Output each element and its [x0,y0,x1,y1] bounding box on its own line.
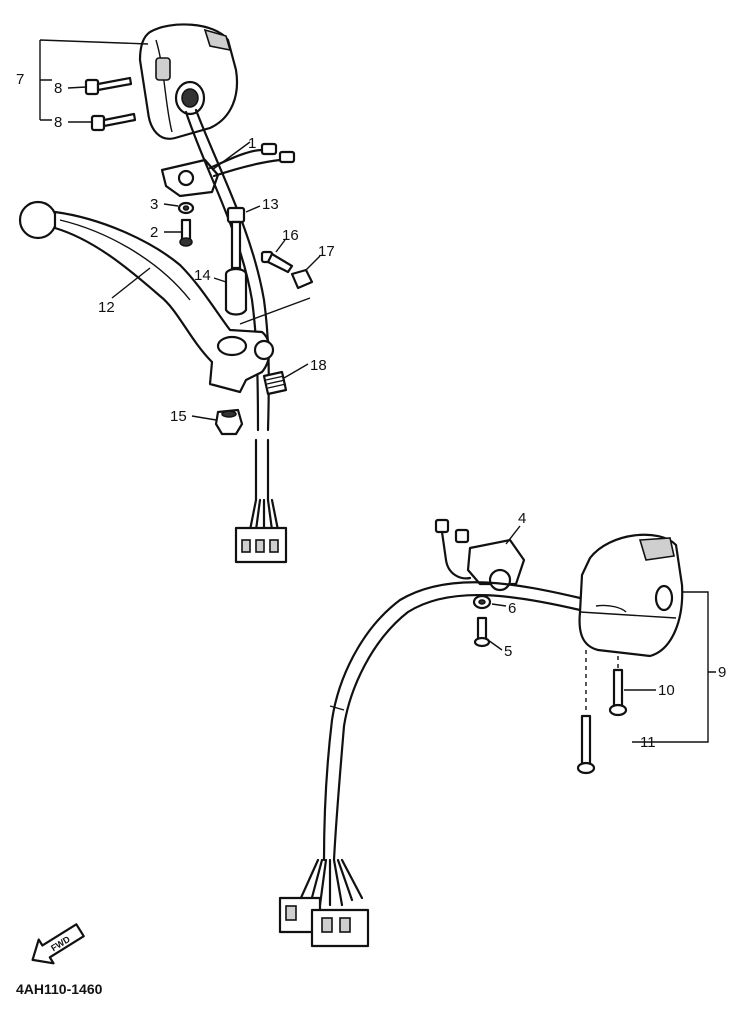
brake-switch-screw [473,616,491,648]
switch-screw [179,218,193,247]
callout-18: 18 [310,357,327,374]
pivot-nut [214,408,244,436]
left-switch-screw-lower [90,112,137,132]
callout-6: 6 [508,600,516,617]
leader-lines [39,39,716,743]
right-switch-screw-long [576,714,596,775]
lever-spring [262,370,288,396]
right-switch-screw-short [608,668,628,717]
callout-8-lower: 8 [54,114,62,131]
callout-10: 10 [658,682,675,699]
lever-collar [224,267,248,316]
right-switch-cable [322,581,582,862]
forward-direction-arrow: FWD [31,923,85,965]
callout-8-upper: 8 [54,80,62,97]
callout-15: 15 [170,408,187,425]
callout-3: 3 [150,196,158,213]
callout-1: 1 [248,135,256,152]
right-connectors [278,858,370,948]
clutch-switch [160,142,296,198]
callout-14: 14 [194,267,211,284]
callout-17: 17 [318,243,335,260]
left-switch-screw-upper [84,76,133,96]
callout-2: 2 [150,224,158,241]
callout-11: 11 [640,734,656,751]
adjuster-nut [290,268,314,290]
callout-5: 5 [504,643,512,660]
brake-switch-nut [472,594,492,610]
left-connector [234,498,288,564]
left-handlebar-switch [138,23,238,140]
callout-7: 7 [16,71,24,88]
callout-9: 9 [718,664,726,681]
callout-12: 12 [98,299,115,316]
callout-16: 16 [282,227,299,244]
callout-4: 4 [518,510,526,527]
front-brake-switch [434,518,526,592]
diagram-code: 4AH110-1460 [16,981,103,997]
callout-13: 13 [262,196,279,213]
switch-nut [177,201,195,215]
clutch-lever [18,200,275,394]
right-handlebar-switch [578,533,684,658]
callout-labels: 7 8 8 1 3 2 13 16 17 14 12 18 15 4 6 5 9… [16,71,726,751]
adjuster-screw [260,250,294,274]
